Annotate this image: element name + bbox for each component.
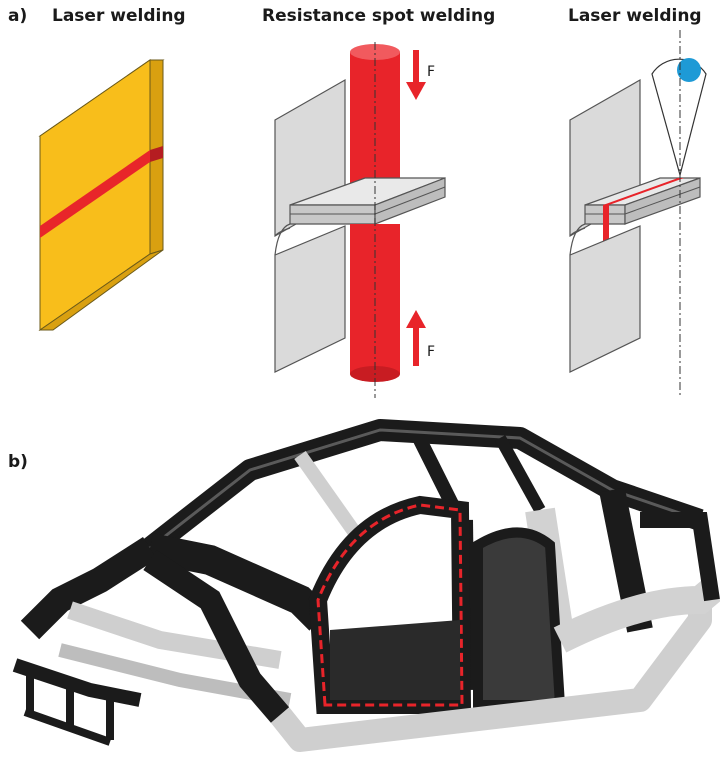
force-label-bottom: F <box>427 344 435 360</box>
force-arrow-up <box>406 310 426 366</box>
title-laser-welding-flange: Laser welding <box>568 6 702 26</box>
part-a-label: a) <box>8 6 28 26</box>
laser-spot-icon <box>677 58 701 82</box>
car-body-in-white-illustration <box>12 419 720 752</box>
laser-weld-seam <box>603 178 684 205</box>
tailored-blank-illustration <box>38 59 165 331</box>
title-laser-welding-blank: Laser welding <box>52 6 186 26</box>
force-arrow-down <box>406 50 426 100</box>
laser-weld-line <box>40 150 150 238</box>
laser-flange-illustration <box>569 30 707 398</box>
laser-beam <box>651 58 707 178</box>
door-ring-weld-line <box>316 503 464 707</box>
title-resistance-spot-welding: Resistance spot welding <box>262 6 496 26</box>
spot-welding-illustration: F F <box>274 42 446 398</box>
part-b-label: b) <box>8 452 28 472</box>
force-label-top: F <box>427 64 435 80</box>
